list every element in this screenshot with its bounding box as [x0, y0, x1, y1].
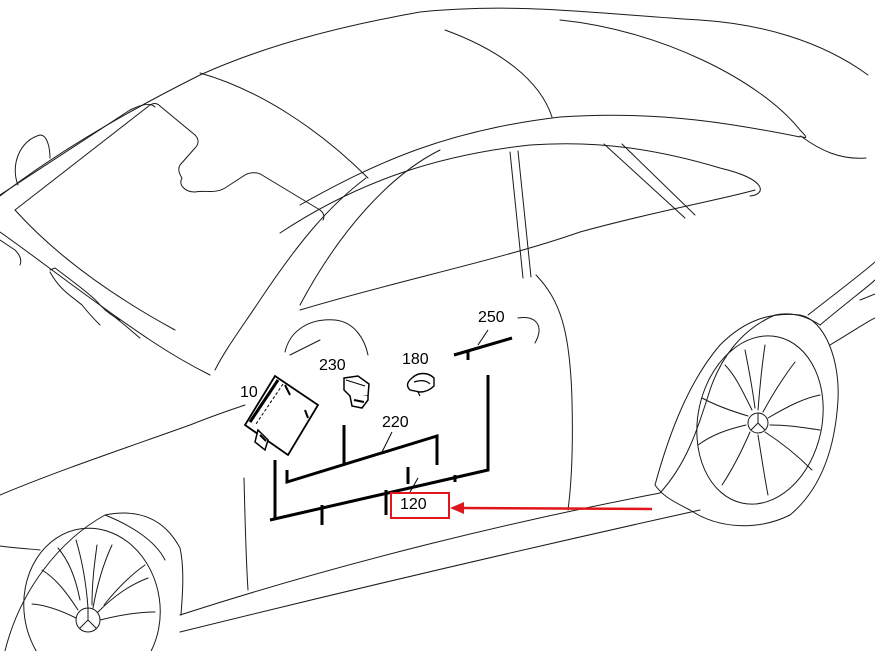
part-label-180[interactable]: 180 [402, 351, 429, 368]
part-label-230[interactable]: 230 [319, 357, 346, 374]
clip-holder-icon[interactable] [406, 372, 435, 397]
callout-leaders [381, 329, 489, 493]
wiring-harness-250[interactable] [453, 336, 513, 360]
part-label-250[interactable]: 250 [478, 309, 505, 326]
part-label-10[interactable]: 10 [240, 384, 258, 401]
part-label-120[interactable]: 120 [400, 496, 427, 513]
wiring-harness-120[interactable] [269, 375, 490, 525]
switch-connector-icon[interactable] [343, 375, 370, 409]
rear-wheel [654, 313, 839, 527]
highlight-arrow [450, 502, 653, 514]
part-label-220[interactable]: 220 [382, 414, 409, 431]
front-wheel [4, 512, 184, 651]
highlight-box [390, 492, 450, 519]
car-body-outline [0, 7, 875, 633]
control-unit-icon[interactable] [243, 374, 320, 457]
wiring-harness-220[interactable] [285, 425, 439, 485]
